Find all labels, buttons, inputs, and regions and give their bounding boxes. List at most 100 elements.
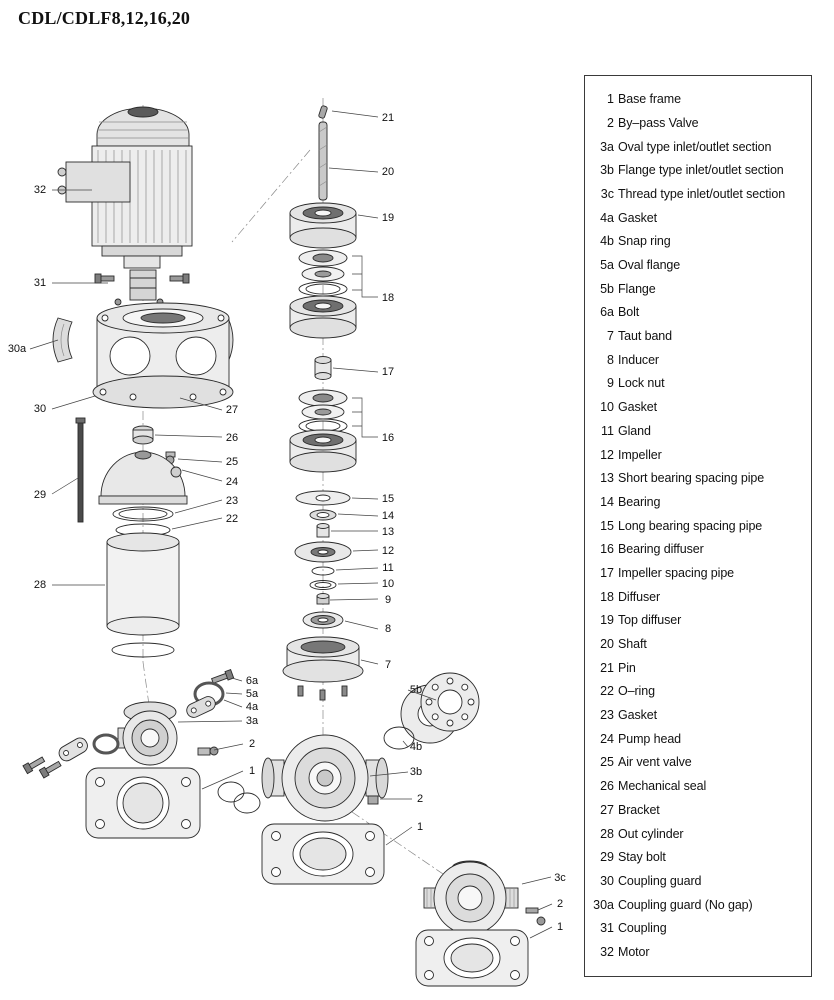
callout-15: 15 [382, 493, 394, 505]
thread-inlet-outlet-section [423, 860, 519, 935]
part-number: 3a [600, 139, 614, 154]
part-number: 5b [600, 281, 614, 296]
part-number: 9 [607, 376, 614, 391]
part-label: Gland [618, 423, 651, 438]
part-number: 6a [600, 305, 614, 320]
mechanical-seal [132, 425, 154, 445]
callout-3b: 3b [410, 766, 422, 778]
part-number: 31 [600, 921, 614, 936]
callout-19: 19 [382, 212, 394, 224]
callout-17: 17 [382, 366, 394, 378]
parts-list-row: 11 Gland [588, 425, 808, 438]
terminal-box [65, 161, 131, 203]
part-number: 17 [600, 565, 614, 580]
part-number: 5a [600, 258, 614, 272]
base-frame-flange [261, 823, 385, 885]
parts-list: 1 Base frame 2 By–pass Valve 3a Oval typ… [584, 75, 812, 977]
parts-list-row: 4b Snap ring [588, 235, 808, 248]
callout-1a: 1 [249, 765, 255, 777]
callout-10: 10 [382, 578, 394, 590]
callout-30a: 30a [8, 343, 27, 355]
flange-inlet-outlet-section [261, 734, 389, 822]
oval-flange-5a [186, 696, 216, 718]
parts-list-row: 22 O–ring [588, 685, 808, 698]
part-label: Bearing [618, 494, 661, 509]
callout-18: 18 [382, 292, 394, 304]
callout-21: 21 [382, 112, 394, 124]
callout-25: 25 [226, 456, 238, 468]
cylinder-o-ring [111, 642, 175, 658]
part-label: Air vent valve [618, 755, 692, 770]
leader-lines [29, 110, 553, 939]
callout-6a: 6a [246, 675, 259, 687]
part-label: Impeller spacing pipe [618, 565, 735, 580]
parts-list-row: 3c Thread type inlet/outlet section [588, 188, 808, 201]
part-label: Gasket [618, 400, 657, 415]
group-bracket-16 [352, 397, 378, 438]
callout-5b: 5b [410, 684, 422, 696]
top-diffuser [289, 202, 357, 249]
bracket [92, 302, 234, 409]
callout-20: 20 [382, 166, 394, 178]
oval-flanges-left [58, 733, 120, 762]
part-number: 2 [607, 115, 614, 130]
part-label: Motor [618, 944, 650, 959]
part-label: Flange [618, 281, 656, 296]
part-label: Stay bolt [618, 850, 666, 865]
out-cylinder [106, 532, 180, 636]
bypass-valve [197, 746, 219, 756]
callout-32: 32 [34, 184, 46, 196]
stack-gasket [309, 580, 337, 590]
part-number: 11 [601, 423, 614, 438]
part-label: Oval flange [618, 258, 681, 272]
part-number: 19 [600, 613, 614, 628]
callout-31: 31 [34, 277, 46, 289]
parts-list-row: 8 Inducer [588, 354, 808, 367]
part-label: Mechanical seal [618, 779, 707, 794]
parts-list-row: 26 Mechanical seal [588, 780, 808, 793]
callout-1c: 1 [557, 921, 563, 933]
part-label: Gasket [618, 708, 657, 723]
lock-nut [316, 593, 330, 605]
callout-14: 14 [382, 510, 394, 522]
part-number: 16 [600, 542, 614, 557]
parts-list-row: 14 Bearing [588, 496, 808, 509]
parts-list-row: 7 Taut band [588, 330, 808, 343]
bypass-valve-b [367, 795, 379, 805]
callout-13: 13 [382, 526, 394, 538]
parts-list-row: 21 Pin [588, 662, 808, 675]
parts-list-row: 20 Shaft [588, 638, 808, 651]
part-label: Top diffuser [618, 613, 682, 628]
loose-o-rings [217, 781, 261, 814]
part-number: 22 [600, 684, 614, 699]
part-label: By–pass Valve [618, 115, 699, 130]
bolt-6a [211, 668, 235, 684]
part-label: Pump head [618, 731, 682, 746]
parts-list-row: 10 Gasket [588, 401, 808, 414]
parts-list-row: 9 Lock nut [588, 377, 808, 390]
diffuser-stack [289, 249, 357, 339]
parts-list-row: 3b Flange type inlet/outlet section [588, 164, 808, 177]
long-bearing-spacing-pipe [295, 490, 351, 506]
part-number: 15 [600, 518, 614, 533]
parts-list-row: 15 Long bearing spacing pipe [588, 520, 808, 533]
part-number: 20 [600, 637, 614, 651]
part-label: Coupling [618, 921, 667, 936]
parts-list-row: 5b Flange [588, 283, 808, 296]
part-label: Snap ring [618, 234, 671, 249]
callout-2a: 2 [249, 738, 255, 750]
parts-list-row: 30 Coupling guard [588, 875, 808, 888]
part-label: Coupling guard [618, 873, 702, 888]
parts-list-row: 2 By–pass Valve [588, 117, 808, 130]
part-number: 30a [593, 897, 614, 912]
callout-3a: 3a [246, 715, 259, 727]
group-bracket-18 [352, 255, 378, 298]
part-number: 21 [600, 660, 614, 675]
base-frame-thread [415, 929, 529, 987]
parts-list-row: 13 Short bearing spacing pipe [588, 472, 808, 485]
impeller-spacing-pipe [314, 356, 332, 380]
part-number: 29 [600, 850, 614, 865]
bypass-valve-c [525, 907, 546, 926]
parts-list-row: 24 Pump head [588, 733, 808, 746]
part-number: 24 [600, 731, 614, 746]
